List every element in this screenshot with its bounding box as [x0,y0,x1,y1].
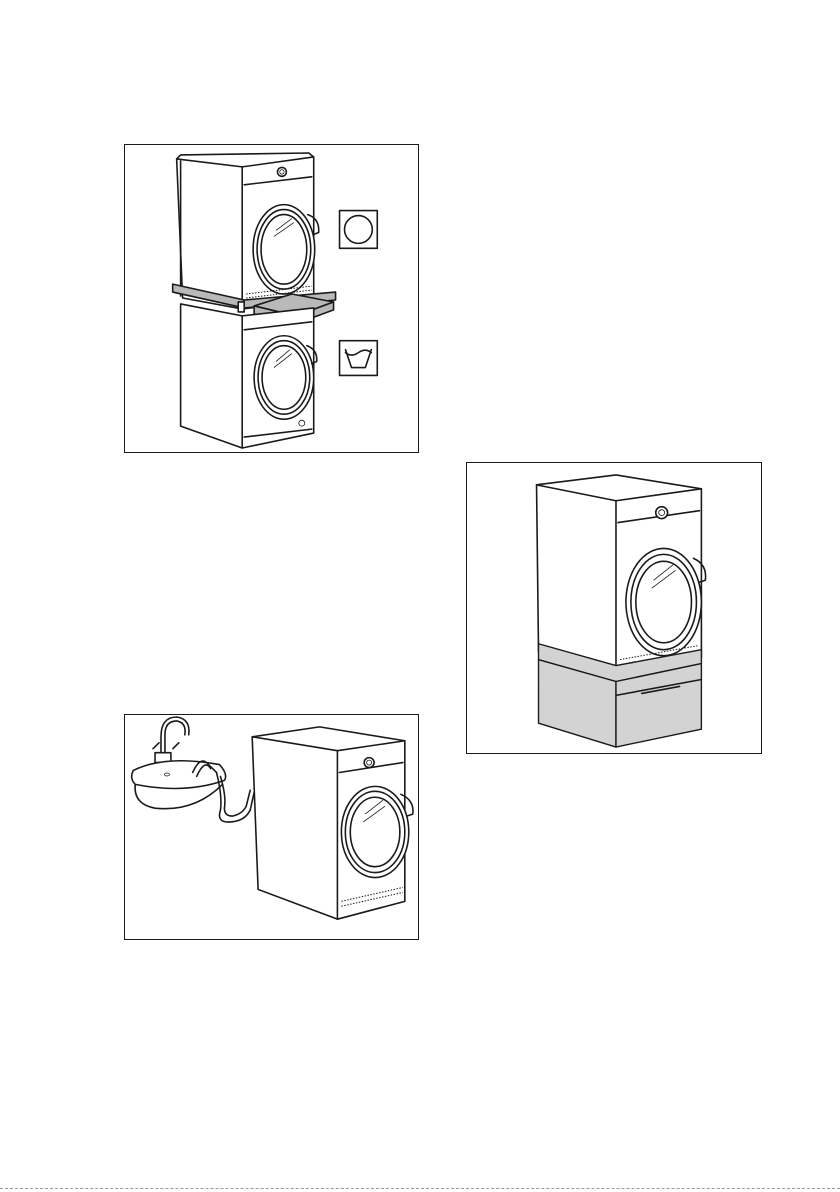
dryer-icon [177,153,319,309]
washing-machine-icon [181,304,317,448]
tumble-dryer-symbol-icon [340,211,378,249]
dryer-icon [537,475,706,676]
washing-machine-symbol-icon [340,341,378,376]
tap-icon [153,717,189,763]
page-bottom-rule [0,1188,840,1189]
sink-drain-drawing [125,715,418,939]
stacking-kit-illustration [124,144,419,453]
sink-drain-illustration [124,714,419,940]
pedestal-drawing [467,463,761,753]
pedestal-illustration [466,462,762,754]
dryer-icon [252,727,413,919]
stacked-appliances-drawing [125,145,418,452]
